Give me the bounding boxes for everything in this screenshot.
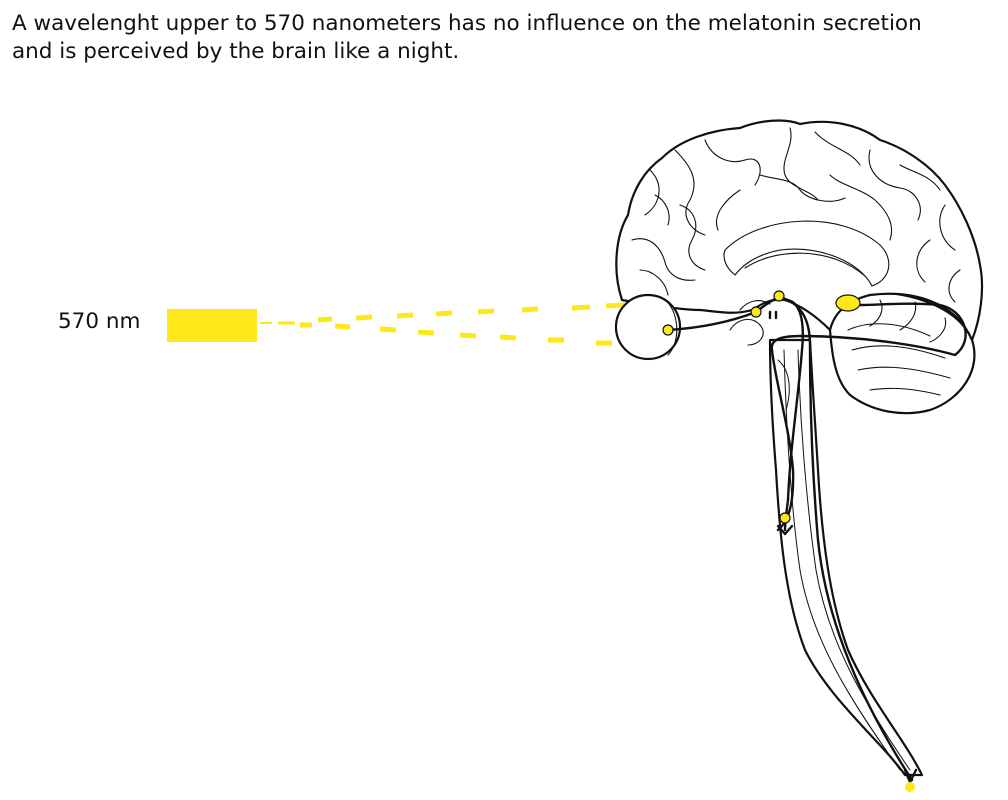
light-beam-dash [605, 302, 625, 309]
light-beam-dash [396, 312, 414, 319]
light-beam-dash [334, 323, 351, 330]
light-beam-dash [477, 308, 495, 315]
light-beam-dash [317, 316, 333, 323]
wavelength-label: 570 nm [58, 309, 141, 334]
caption-line-1: A wavelenght upper to 570 nanometers has… [12, 11, 922, 36]
light-beam-dash [379, 326, 397, 333]
spinal-node [779, 512, 791, 524]
light-beam-dash [571, 304, 591, 311]
retina-node [662, 324, 674, 336]
ganglion-node [905, 782, 915, 792]
light-beam-dash [435, 310, 453, 317]
light-beam [260, 302, 625, 346]
caption: A wavelenght upper to 570 nanometers has… [12, 10, 1002, 66]
light-beam-dash [521, 306, 539, 313]
pathway-nodes [662, 290, 915, 792]
light-beam-dash [499, 334, 517, 341]
light-beam-dash [459, 332, 477, 339]
cerebrum [615, 119, 984, 346]
caption-line-2: and is perceived by the brain like a nig… [12, 39, 460, 64]
light-beam-dash [417, 329, 435, 336]
light-source [167, 309, 257, 342]
pineal-gland [835, 294, 861, 312]
light-beam-dash [355, 314, 373, 321]
suprachiasmatic-node [750, 306, 762, 318]
eye [614, 293, 682, 361]
paraventricular-node [773, 290, 785, 302]
